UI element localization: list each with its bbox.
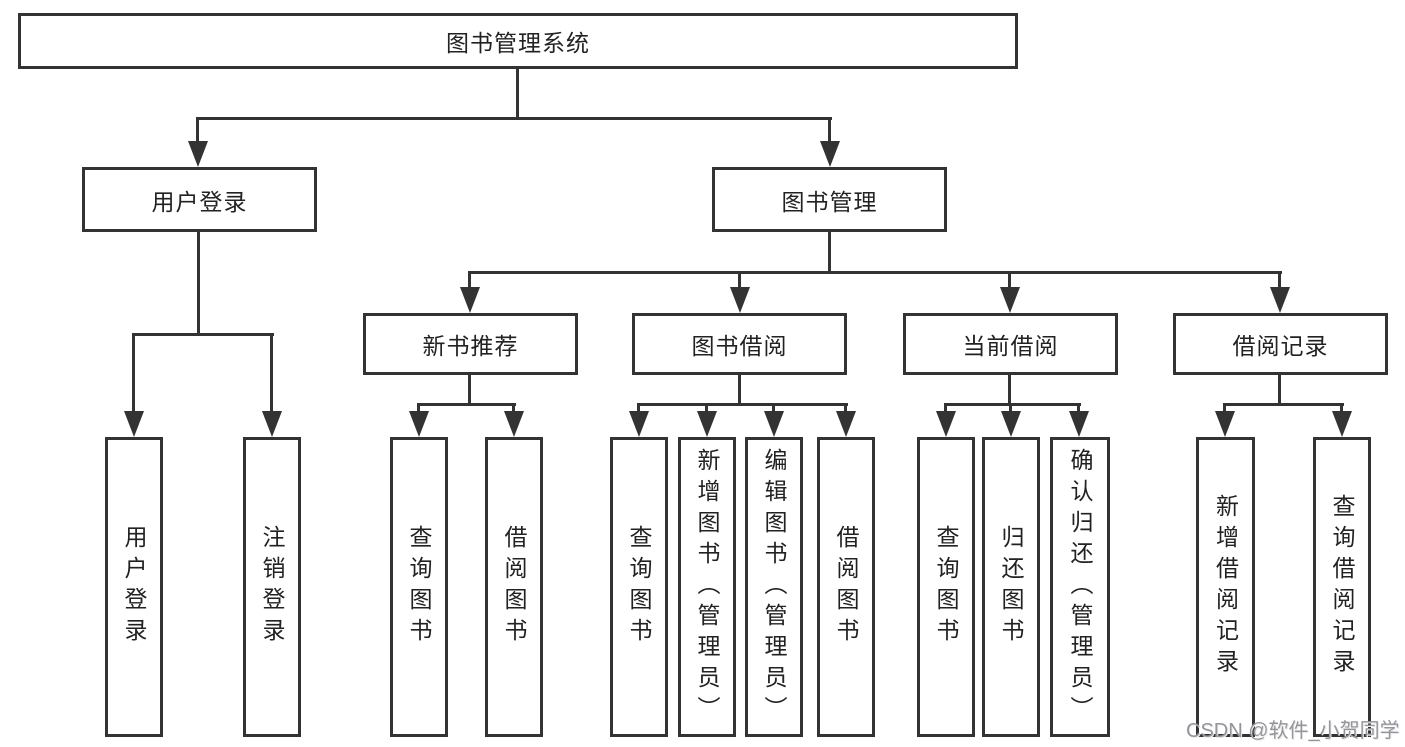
arrow-down-icon <box>1001 404 1021 437</box>
arrow-down-icon <box>629 404 649 437</box>
arrow-down-icon <box>460 272 480 313</box>
node-leaf-query-borrow-record: 查询借阅记录 <box>1313 437 1371 737</box>
node-book-management: 图书管理 <box>712 167 947 232</box>
node-leaf-add-books-admin-label: 新增图书（管理员） <box>694 447 720 727</box>
node-book-borrowing-label: 图书借阅 <box>691 333 788 359</box>
node-leaf-borrow-books-recommend: 借阅图书 <box>485 437 543 737</box>
arrow-down-icon <box>262 335 282 437</box>
node-user-login: 用户登录 <box>82 167 317 232</box>
arrow-down-icon <box>697 404 717 437</box>
node-leaf-borrow-books-borrowing: 借阅图书 <box>817 437 875 737</box>
arrow-down-icon <box>820 117 840 167</box>
connector-hline <box>637 403 848 406</box>
node-leaf-edit-books-admin-label: 编辑图书（管理员） <box>761 447 787 727</box>
node-leaf-confirm-return-admin-label: 确认归还（管理员） <box>1067 447 1093 727</box>
connector-vline <box>1008 375 1011 405</box>
node-leaf-user-login: 用户登录 <box>105 437 163 737</box>
node-leaf-query-books-current: 查询图书 <box>917 437 975 737</box>
arrow-down-icon <box>1332 404 1352 437</box>
node-new-book-recommend-label: 新书推荐 <box>422 333 519 359</box>
node-borrowing-records-label: 借阅记录 <box>1232 333 1329 359</box>
arrow-down-icon <box>1270 272 1290 313</box>
node-leaf-query-books-current-label: 查询图书 <box>933 525 959 649</box>
csdn-watermark: CSDN @软件_小贺同学 <box>1186 720 1400 742</box>
node-leaf-return-books-label: 归还图书 <box>998 525 1024 649</box>
connector-vline <box>197 232 200 335</box>
node-book-management-label: 图书管理 <box>781 188 878 215</box>
node-leaf-borrow-books-borrowing-label: 借阅图书 <box>833 525 859 649</box>
arrow-down-icon <box>1000 272 1020 313</box>
node-leaf-query-books-recommend: 查询图书 <box>390 437 448 737</box>
node-leaf-edit-books-admin: 编辑图书（管理员） <box>745 437 803 737</box>
arrow-down-icon <box>936 404 956 437</box>
arrow-down-icon <box>836 404 856 437</box>
node-book-borrowing: 图书借阅 <box>632 313 847 375</box>
arrow-down-icon <box>1069 404 1089 437</box>
arrow-down-icon <box>730 272 750 313</box>
node-leaf-return-books: 归还图书 <box>982 437 1040 737</box>
connector-vline <box>828 232 831 273</box>
connector-hline <box>417 403 516 406</box>
node-current-borrowing: 当前借阅 <box>903 313 1118 375</box>
arrow-down-icon <box>1215 404 1235 437</box>
arrow-down-icon <box>764 404 784 437</box>
node-leaf-add-books-admin: 新增图书（管理员） <box>678 437 736 737</box>
connector-vline <box>1278 375 1281 405</box>
connector-hline <box>944 403 1081 406</box>
node-leaf-logout-label: 注销登录 <box>259 525 285 649</box>
node-user-login-label: 用户登录 <box>151 188 248 215</box>
connector-vline <box>516 69 519 119</box>
node-leaf-add-borrow-record-label: 新增借阅记录 <box>1212 494 1239 680</box>
node-leaf-logout: 注销登录 <box>243 437 301 737</box>
connector-vline <box>468 375 471 405</box>
connector-hline <box>468 271 1282 274</box>
connector-hline <box>196 117 832 120</box>
arrow-down-icon <box>409 404 429 437</box>
node-root-label: 图书管理系统 <box>446 30 590 56</box>
node-current-borrowing-label: 当前借阅 <box>962 333 1059 359</box>
connector-hline <box>132 333 274 336</box>
connector-hline <box>1223 403 1344 406</box>
node-leaf-query-books-borrowing-label: 查询图书 <box>626 525 652 649</box>
node-leaf-query-borrow-record-label: 查询借阅记录 <box>1329 494 1355 680</box>
node-leaf-borrow-books-recommend-label: 借阅图书 <box>501 525 527 649</box>
node-root: 图书管理系统 <box>18 13 1018 69</box>
connector-vline <box>738 375 741 405</box>
node-new-book-recommend: 新书推荐 <box>363 313 578 375</box>
arrow-down-icon <box>188 117 208 167</box>
node-leaf-user-login-label: 用户登录 <box>121 525 147 649</box>
node-leaf-add-borrow-record: 新增借阅记录 <box>1196 437 1255 737</box>
node-leaf-confirm-return-admin: 确认归还（管理员） <box>1050 437 1110 737</box>
arrow-down-icon <box>504 404 524 437</box>
node-leaf-query-books-recommend-label: 查询图书 <box>406 525 432 649</box>
arrow-down-icon <box>124 335 144 437</box>
node-leaf-query-books-borrowing: 查询图书 <box>610 437 668 737</box>
node-borrowing-records: 借阅记录 <box>1173 313 1388 375</box>
